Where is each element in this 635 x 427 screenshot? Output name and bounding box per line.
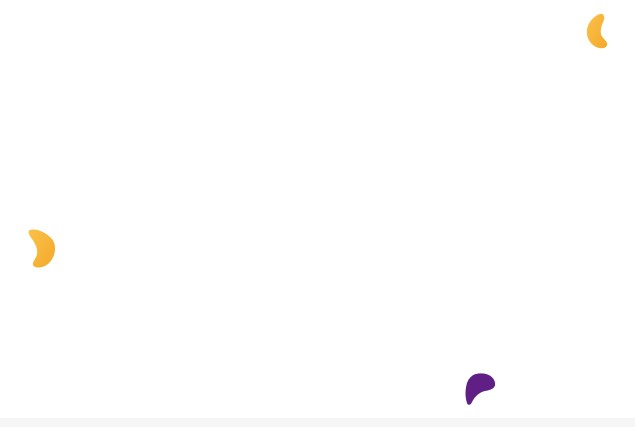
- purple-blob-icon: [465, 373, 496, 405]
- orange-blob-icon: [28, 229, 56, 268]
- orange-blob-icon: [586, 13, 608, 49]
- bottom-band: [0, 418, 635, 427]
